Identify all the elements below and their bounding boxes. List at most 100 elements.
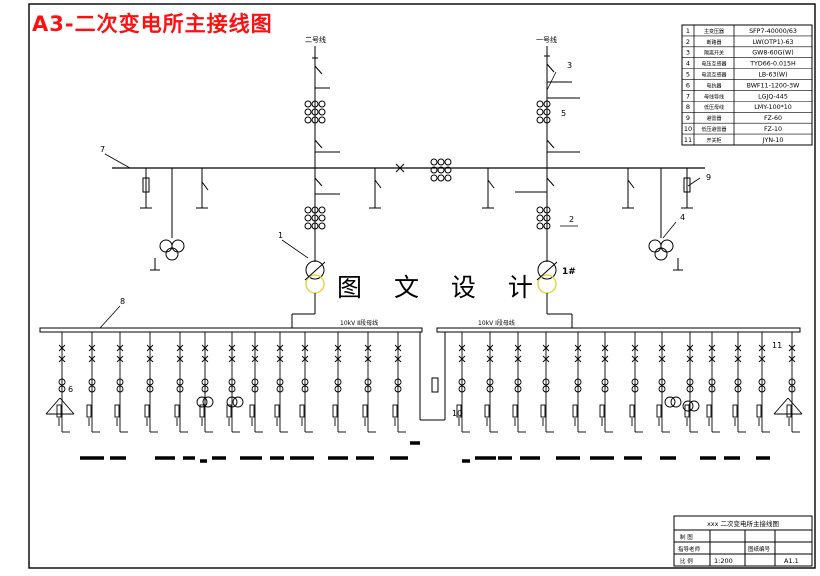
equipment-table-model: LMY-100*10	[754, 104, 792, 111]
equipment-table-model: JYN-10	[762, 137, 784, 144]
callout-3: 3	[567, 61, 572, 70]
equipment-table-no: 3	[686, 49, 690, 57]
callout-10: 10	[452, 409, 462, 418]
equipment-table-name: 电抗器	[706, 82, 721, 89]
lv-feeder-column	[572, 332, 586, 433]
equipment-table-name: 主变压器	[704, 28, 724, 35]
title-block-drafter: 制 图	[680, 533, 693, 541]
incoming-right-label: 一号线	[536, 35, 557, 44]
title-block-sheet: A1.1	[784, 557, 799, 565]
lv-feeder-column	[484, 332, 498, 433]
equipment-table-model: FZ-10	[764, 126, 782, 133]
capacitor-bank	[45, 397, 75, 415]
lv-feeder-column	[706, 332, 720, 433]
lv-busbar-left	[39, 327, 423, 333]
lv-feeder-column	[786, 332, 800, 433]
equipment-table-name: 避雷器	[706, 115, 721, 122]
equipment-table-model: LB-63(W)	[758, 71, 787, 78]
lv-feeder-column	[732, 332, 746, 433]
station-transformer	[682, 400, 700, 412]
lv-feeder-column	[599, 332, 613, 433]
lv-feeder-column	[274, 332, 288, 433]
equipment-table-model: LGJQ-445	[758, 93, 788, 100]
lv-feeder-column	[512, 332, 526, 433]
lv-feeder-column	[456, 332, 470, 433]
equipment-table-no: 8	[686, 103, 690, 111]
lv-busbar-right	[436, 327, 801, 333]
station-transformer	[664, 396, 682, 408]
lv-busbar-right-label: 10kV Ⅰ段母线	[478, 319, 515, 327]
lv-feeder-column	[362, 332, 376, 433]
lv-feeder-column	[86, 332, 100, 433]
lv-feeder-column	[540, 332, 554, 433]
equipment-table: 1 主变压器 SFP7-40000/63 2 断路器 LW(OTP1)-63 3 隔离开关 GW…	[681, 24, 813, 146]
lv-feeder-column	[629, 332, 643, 433]
main-transformer-branch-left	[291, 168, 340, 330]
lv-feeder-column	[656, 332, 670, 433]
feeder-loads	[80, 441, 770, 463]
lv-feeder-column	[114, 332, 128, 433]
callout-6: 6	[68, 385, 73, 394]
equipment-table-name: 电压互感器	[701, 61, 726, 68]
equipment-table-model: FZ-60	[764, 115, 782, 122]
main-transformer-branch-right	[515, 168, 573, 330]
equipment-table-model: BWF11-1200-3W	[747, 82, 801, 89]
title-block-scale-label: 比 例	[680, 557, 693, 565]
equipment-table-name: 电流互感器	[701, 71, 726, 78]
title-block-scale: 1:200	[714, 557, 733, 565]
lv-feeder-column	[756, 332, 770, 433]
equipment-table-model: GW8-60G(W)	[752, 50, 793, 57]
lv-feeder-column	[174, 332, 188, 433]
drawing-title: A3-二次变电所主接线图	[32, 12, 273, 36]
equipment-table-no: 10	[684, 125, 692, 133]
equipment-table-name: 隔离开关	[704, 50, 724, 57]
equipment-table-no: 2	[686, 38, 690, 46]
equipment-table-no: 11	[684, 136, 692, 144]
title-block	[673, 515, 813, 567]
callout-11: 11	[772, 341, 782, 350]
equipment-table-name: 断路器	[706, 39, 721, 46]
equipment-table-model: SFP7-40000/63	[749, 28, 797, 35]
lv-feeder-column	[332, 332, 346, 433]
transformer-mark: 1#	[562, 267, 576, 277]
callout-7: 7	[100, 145, 105, 154]
lv-feeder-column	[144, 332, 158, 433]
lv-bus-coupler	[419, 332, 446, 421]
hv-bus-section	[395, 158, 452, 182]
equipment-table-no: 6	[686, 81, 690, 89]
station-transformer	[196, 396, 214, 408]
callout-leaders	[99, 71, 701, 329]
lv-feeder-column	[226, 332, 240, 433]
equipment-table-name: 开关柜	[706, 137, 721, 144]
equipment-table-no: 9	[686, 114, 690, 122]
equipment-table-no: 4	[686, 60, 690, 68]
lv-feeder-column	[392, 332, 406, 433]
hv-bus-taps	[140, 168, 693, 271]
watermark-text: 图 文 设 计	[337, 273, 545, 302]
incoming-feeder-left	[304, 46, 340, 168]
equipment-table-model: LW(OTP1)-63	[753, 39, 794, 46]
equipment-table-no: 5	[686, 70, 690, 78]
callout-8: 8	[120, 297, 125, 306]
title-block-drawing-no: 图纸编号	[748, 545, 771, 553]
equipment-table-model: TYD66-0.015H	[749, 61, 796, 68]
callout-5: 5	[561, 109, 566, 118]
callout-1: 1	[278, 231, 283, 240]
incoming-left-label: 二号线	[305, 35, 326, 44]
incoming-feeder-right	[536, 46, 580, 168]
lv-feeders	[45, 332, 803, 433]
lv-feeder-column	[249, 332, 263, 433]
station-transformer	[226, 396, 244, 408]
lv-feeder-column	[684, 332, 698, 433]
title-block-name: xxx 二次变电所主接线图	[707, 519, 779, 528]
callout-4: 4	[680, 213, 685, 222]
lv-busbar-left-label: 10kV Ⅱ段母线	[340, 319, 378, 327]
equipment-table-no: 7	[686, 92, 690, 100]
equipment-table-name: 母线导线	[704, 93, 724, 100]
equipment-table-no: 1	[686, 27, 690, 35]
title-block-advisor: 指导老师	[678, 545, 701, 553]
equipment-table-name: 低压避雷器	[701, 126, 726, 133]
lv-feeder-column	[299, 332, 313, 433]
